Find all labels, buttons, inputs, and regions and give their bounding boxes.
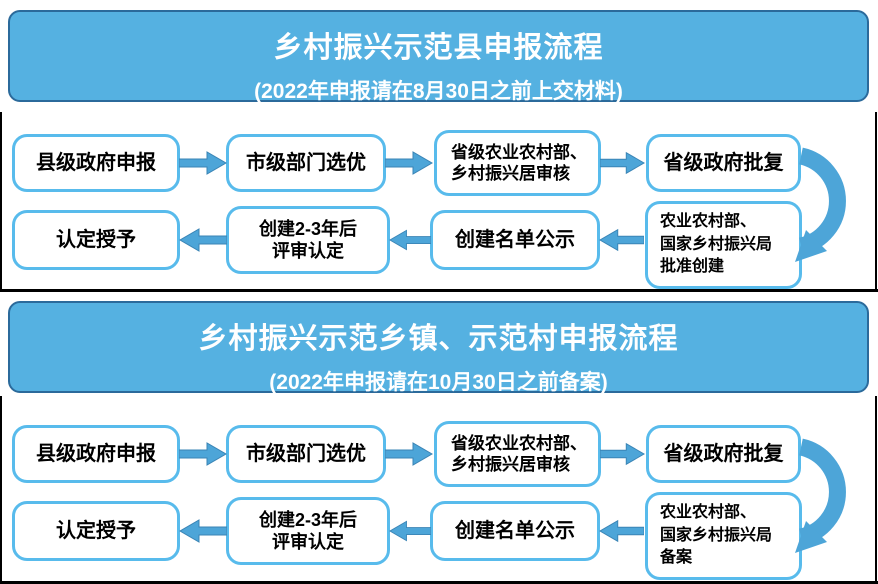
box-city-dept-select: 市级部门选优 <box>226 425 386 483</box>
box-creation-list-publicity: 创建名单公示 <box>430 210 600 270</box>
box-city-dept-select: 市级部门选优 <box>226 134 386 192</box>
box-national-approval-create: 农业农村部、 国家乡村振兴局 批准创建 <box>645 201 802 289</box>
arrow-right-icon <box>385 442 433 466</box>
frame-left-line-bottom <box>0 396 2 584</box>
curved-arrow-icon <box>795 438 846 553</box>
header-demo-township-village: 乡村振兴示范乡镇、示范村申报流程 (2022年申报请在10月30日之前备案) <box>8 301 869 394</box>
arrow-right-icon <box>385 151 433 175</box>
box-provincial-review: 省级农业农村部、 乡村振兴居审核 <box>434 130 601 196</box>
frame-left-line-top <box>0 112 2 291</box>
arrow-right-icon <box>179 442 227 466</box>
arrow-left-icon <box>179 228 227 252</box>
header-subtitle: (2022年申报请在8月30日之前上交材料) <box>254 80 623 103</box>
box-provincial-gov-approval: 省级政府批复 <box>646 425 801 483</box>
box-national-filing: 农业农村部、 国家乡村振兴局 备案 <box>645 492 802 580</box>
arrow-right-icon <box>600 151 645 175</box>
section-divider-line <box>0 289 878 292</box>
arrow-left-icon <box>599 519 644 543</box>
header-demo-county: 乡村振兴示范县申报流程 (2022年申报请在8月30日之前上交材料) <box>8 10 869 103</box>
box-county-gov-apply: 县级政府申报 <box>12 425 180 483</box>
box-review-after-2-3-years: 创建2-3年后 评审认定 <box>226 497 390 565</box>
arrow-left-icon <box>389 520 431 542</box>
box-creation-list-publicity: 创建名单公示 <box>430 501 600 561</box>
arrow-right-icon <box>179 151 227 175</box>
arrow-left-icon <box>599 228 644 252</box>
box-certification-award: 认定授予 <box>12 210 180 270</box>
frame-right-line-top <box>875 112 877 291</box>
box-provincial-review: 省级农业农村部、 乡村振兴居审核 <box>434 421 601 487</box>
frame-bottom-line <box>0 581 878 584</box>
header-subtitle: (2022年申报请在10月30日之前备案) <box>269 371 608 394</box>
arrow-left-icon <box>179 519 227 543</box>
arrow-right-icon <box>600 442 645 466</box>
box-review-after-2-3-years: 创建2-3年后 评审认定 <box>226 206 390 274</box>
box-provincial-gov-approval: 省级政府批复 <box>646 134 801 192</box>
section-demo-county: 乡村振兴示范县申报流程 (2022年申报请在8月30日之前上交材料) 县级政府申… <box>0 0 878 291</box>
header-title: 乡村振兴示范县申报流程 <box>273 32 604 64</box>
box-certification-award: 认定授予 <box>12 501 180 561</box>
curved-arrow-icon <box>795 147 846 262</box>
frame-right-line-bottom <box>875 396 877 584</box>
box-county-gov-apply: 县级政府申报 <box>12 134 180 192</box>
header-title: 乡村振兴示范乡镇、示范村申报流程 <box>198 323 679 355</box>
section-demo-township-village: 乡村振兴示范乡镇、示范村申报流程 (2022年申报请在10月30日之前备案) 县… <box>0 291 878 584</box>
arrow-left-icon <box>389 229 431 251</box>
